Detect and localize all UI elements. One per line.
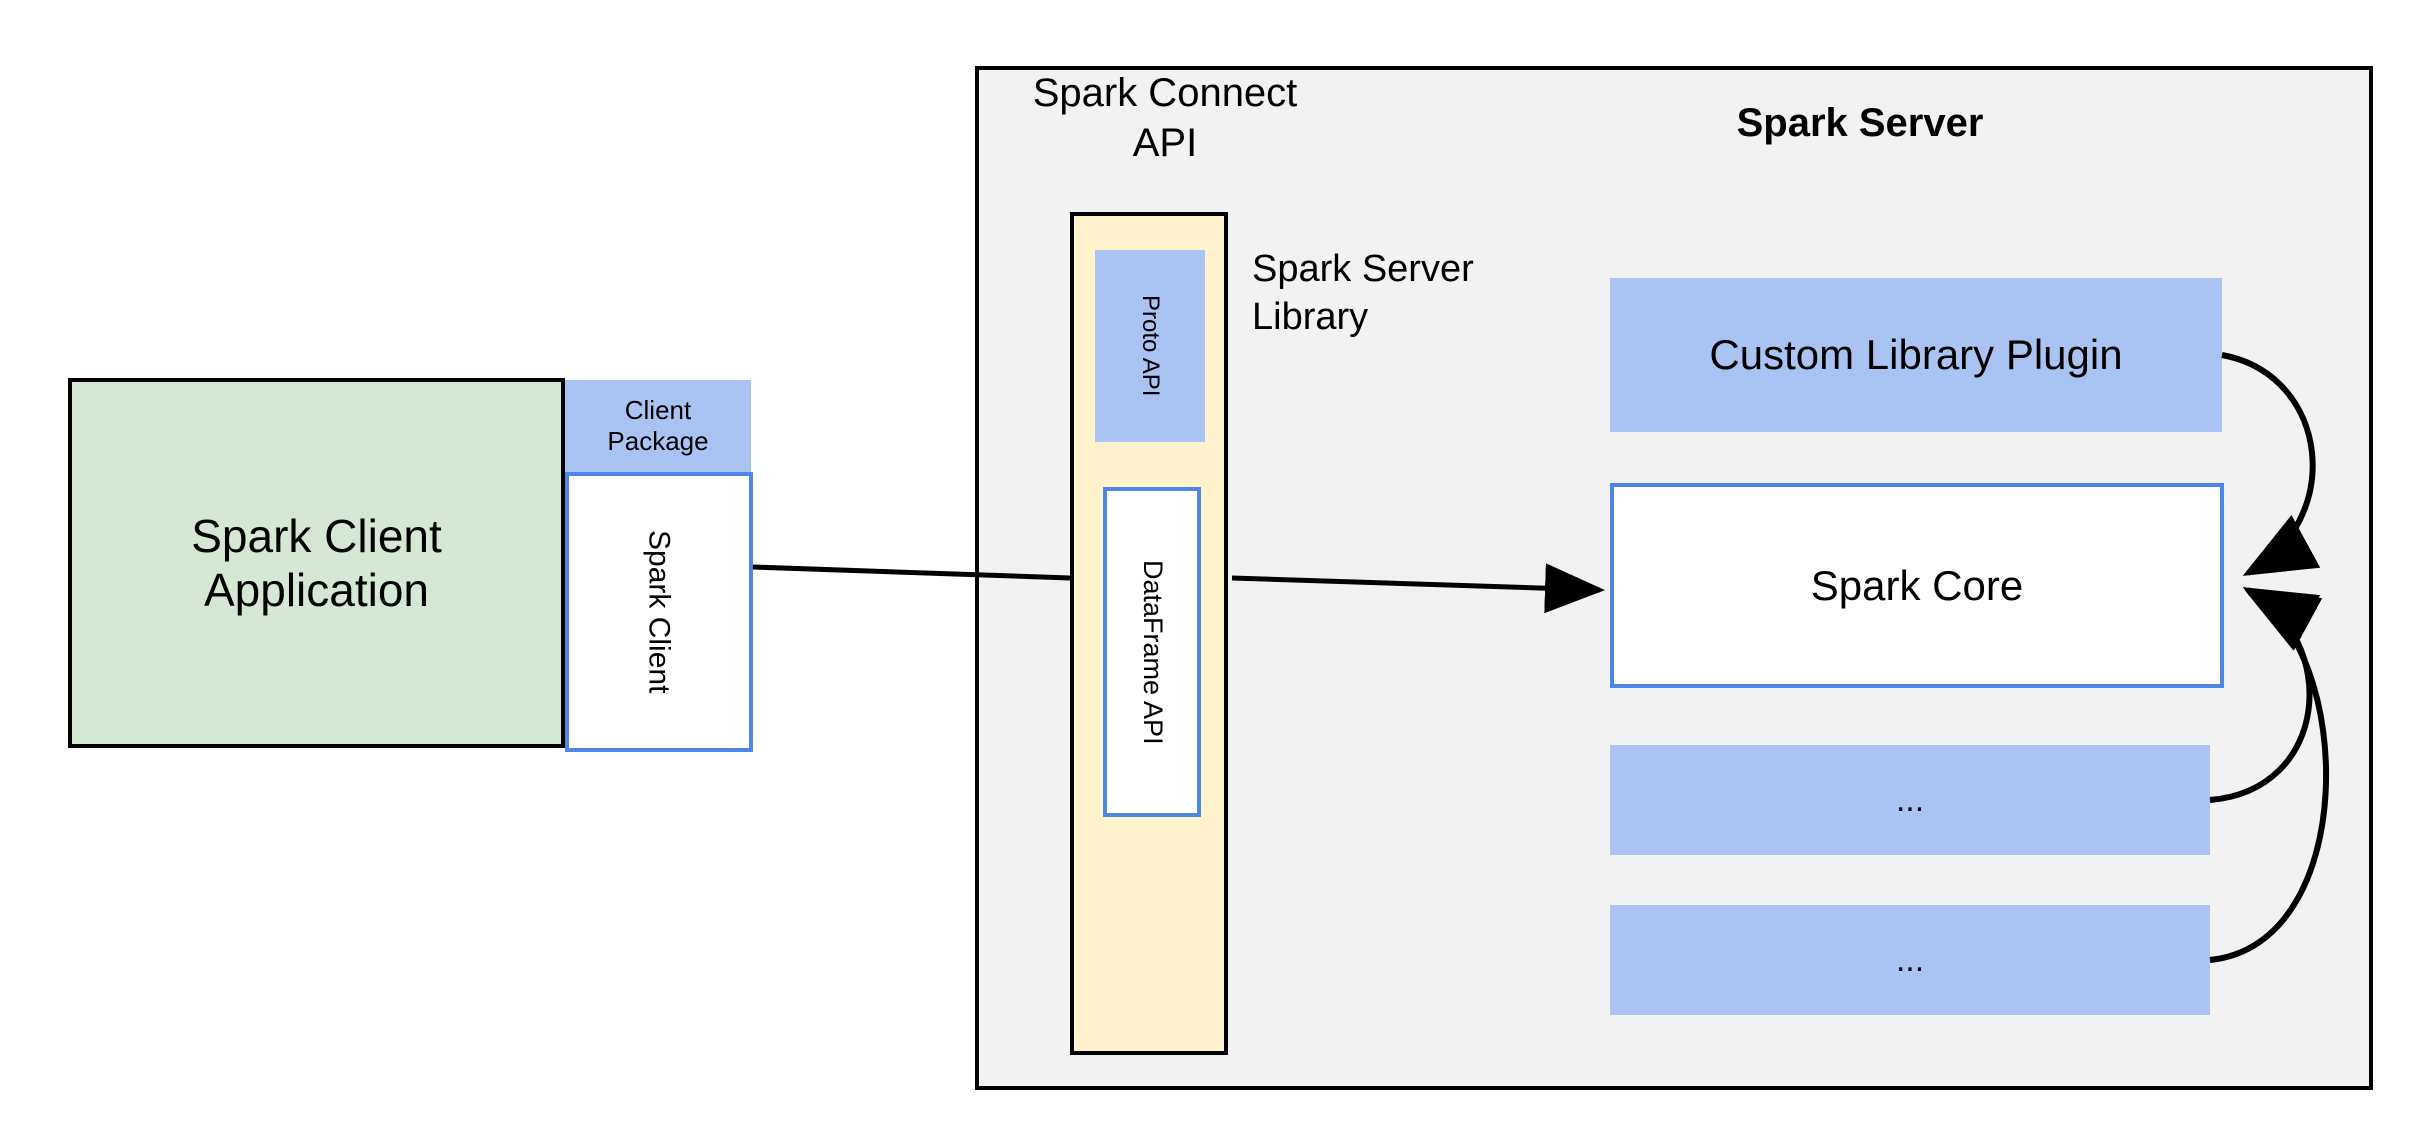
spark-core-label: Spark Core: [1810, 561, 2024, 609]
custom-library-plugin-box[interactable]: Custom Library Plugin: [1610, 278, 2222, 432]
dataframe-api-label: DataFrame API: [1137, 559, 1168, 745]
dataframe-api-box[interactable]: DataFrame API: [1103, 487, 1201, 817]
proto-api-label: Proto API: [1137, 295, 1165, 397]
spark-server-library-label: Spark Server Library: [1252, 248, 1474, 338]
spark-client-application-label: Spark Client Application: [191, 509, 442, 616]
custom-library-plugin-label: Custom Library Plugin: [1709, 331, 2123, 379]
spark-client-application-box[interactable]: Spark Client Application: [68, 378, 565, 748]
proto-api-box[interactable]: Proto API: [1095, 250, 1205, 442]
ellipsis-1-label: ...: [1895, 780, 1925, 819]
client-package-box[interactable]: Client Package: [565, 380, 751, 472]
client-package-label: Client Package: [607, 395, 709, 456]
spark-connect-api-label: Spark Connect API: [1032, 71, 1298, 165]
spark-client-box[interactable]: Spark Client: [565, 472, 753, 752]
spark-client-label: Spark Client: [642, 530, 676, 694]
spark-server-title: Spark Server: [1736, 101, 1984, 145]
ellipsis-2-label: ...: [1895, 940, 1925, 979]
ellipsis-box-2[interactable]: ...: [1610, 905, 2210, 1015]
ellipsis-box-1[interactable]: ...: [1610, 745, 2210, 855]
spark-core-box[interactable]: Spark Core: [1610, 483, 2224, 688]
